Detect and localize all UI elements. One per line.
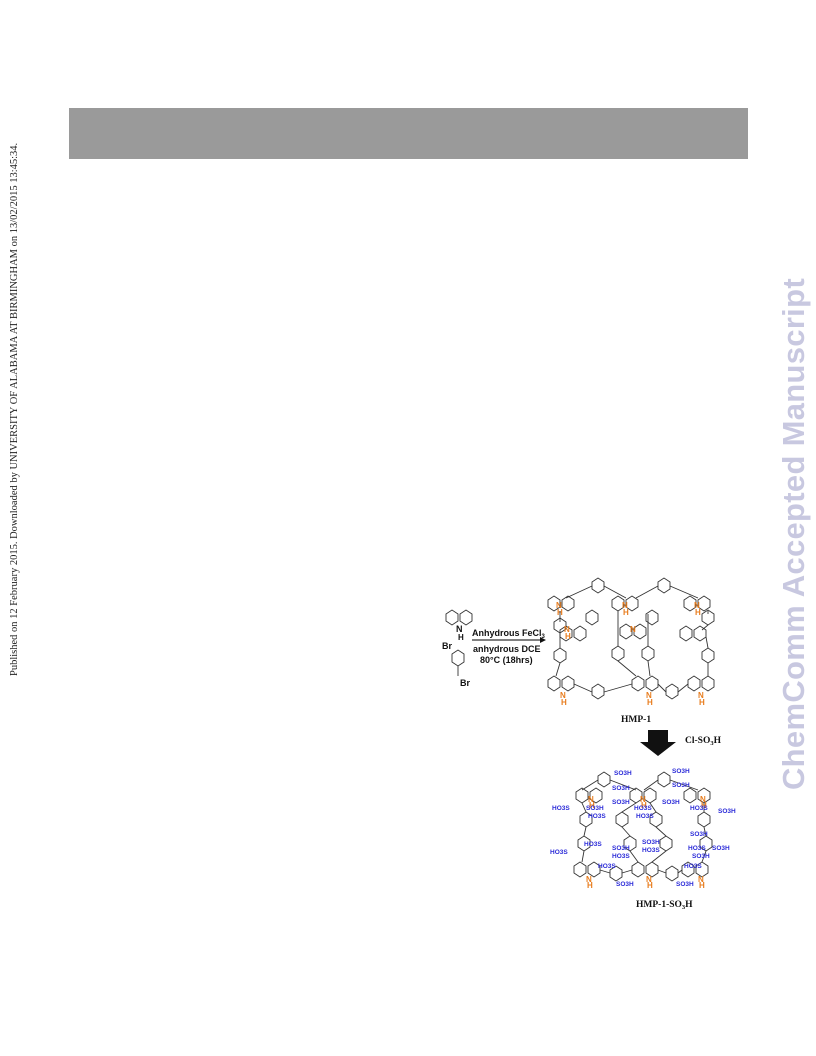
svg-text:HO3S: HO3S xyxy=(688,845,706,852)
svg-text:H: H xyxy=(695,608,701,617)
svg-text:H: H xyxy=(641,801,647,810)
reagent-line2: anhydrous DCE xyxy=(473,644,541,654)
svg-text:H: H xyxy=(589,801,595,810)
svg-text:H: H xyxy=(699,881,705,890)
svg-text:SO3H: SO3H xyxy=(712,845,730,852)
svg-text:N: N xyxy=(622,601,628,610)
monomer-h: H xyxy=(458,633,464,642)
product1-label: HMP-1 xyxy=(621,715,651,725)
svg-text:SO3H: SO3H xyxy=(586,805,604,812)
svg-text:H: H xyxy=(565,632,571,641)
svg-text:N: N xyxy=(588,795,594,804)
svg-text:N: N xyxy=(586,875,592,884)
reaction-scheme: N H Br Br Anhydrous FeCl3 anhydrous DCE … xyxy=(442,577,736,911)
svg-text:HO3S: HO3S xyxy=(584,841,602,848)
svg-text:N: N xyxy=(646,691,652,700)
svg-text:N: N xyxy=(700,795,706,804)
svg-text:H: H xyxy=(561,698,567,707)
svg-text:HO3S: HO3S xyxy=(690,805,708,812)
reagent-line3: 80°C (18hrs) xyxy=(480,655,533,665)
svg-text:HO3S: HO3S xyxy=(552,805,570,812)
svg-text:N: N xyxy=(564,625,570,634)
reagent-line1: Anhydrous FeCl3 xyxy=(472,628,546,640)
svg-text:SO3H: SO3H xyxy=(612,785,630,792)
svg-text:SO3H: SO3H xyxy=(718,808,736,815)
svg-text:H: H xyxy=(647,881,653,890)
svg-text:SO3H: SO3H xyxy=(642,839,660,846)
svg-text:N: N xyxy=(646,875,652,884)
monomer-structure: N H Br Br xyxy=(442,609,473,688)
svg-text:HO3S: HO3S xyxy=(550,849,568,856)
svg-text:HO3S: HO3S xyxy=(588,813,606,820)
svg-text:SO3H: SO3H xyxy=(662,799,680,806)
publication-note: Published on 12 February 2015. Downloade… xyxy=(9,142,20,676)
svg-text:H: H xyxy=(701,801,707,810)
svg-text:SO3H: SO3H xyxy=(616,881,634,888)
svg-text:N: N xyxy=(640,795,646,804)
svg-text:H: H xyxy=(623,608,629,617)
watermark: ChemComm Accepted Manuscript xyxy=(776,278,811,790)
monomer-n: N xyxy=(456,624,463,634)
monomer-br1: Br xyxy=(442,641,452,651)
svg-text:H: H xyxy=(647,698,653,707)
svg-text:HO3S: HO3S xyxy=(684,863,702,870)
product2-label: HMP-1-SO3H xyxy=(636,900,693,911)
svg-text:N: N xyxy=(560,691,566,700)
svg-text:H: H xyxy=(699,698,705,707)
reagent2-label: Cl-SO3H xyxy=(685,736,722,747)
svg-text:SO3H: SO3H xyxy=(676,881,694,888)
svg-text:SO3H: SO3H xyxy=(614,770,632,777)
svg-text:SO3H: SO3H xyxy=(612,799,630,806)
monomer-br2: Br xyxy=(460,678,470,688)
svg-text:N: N xyxy=(698,875,704,884)
svg-text:N: N xyxy=(630,625,636,634)
svg-text:HO3S: HO3S xyxy=(612,853,630,860)
svg-text:SO3H: SO3H xyxy=(690,831,708,838)
svg-text:SO3H: SO3H xyxy=(692,853,710,860)
svg-text:SO3H: SO3H xyxy=(672,782,690,789)
svg-text:H: H xyxy=(587,881,593,890)
svg-text:SO3H: SO3H xyxy=(612,845,630,852)
svg-text:SO3H: SO3H xyxy=(672,768,690,775)
svg-text:HO3S: HO3S xyxy=(636,813,654,820)
svg-text:HO3S: HO3S xyxy=(634,805,652,812)
hmp1-so3h-network: N H N H N H N H N H N H SO3H SO3H SO3H S… xyxy=(550,768,736,890)
svg-text:HO3S: HO3S xyxy=(598,863,616,870)
header-bar xyxy=(69,108,748,159)
svg-text:N: N xyxy=(694,601,700,610)
down-arrow xyxy=(640,730,676,756)
hmp1-network: N H N H N H N H N xyxy=(547,577,715,707)
svg-text:N: N xyxy=(698,691,704,700)
svg-text:HO3S: HO3S xyxy=(642,847,660,854)
svg-text:N: N xyxy=(556,601,562,610)
